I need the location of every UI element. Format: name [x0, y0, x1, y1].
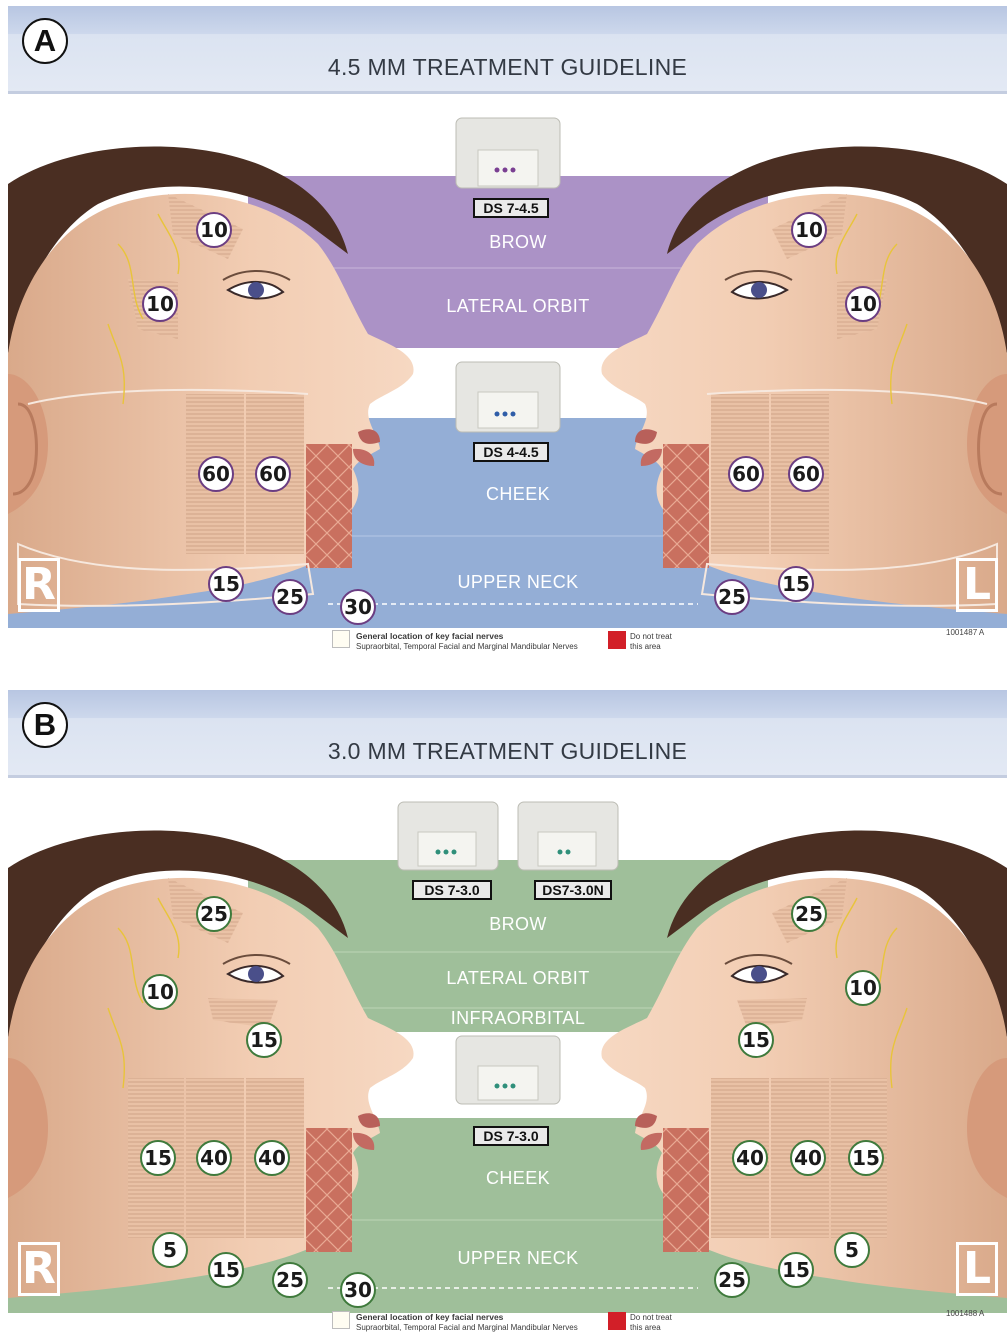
dose-cheek-left-b-2: 40 — [790, 1140, 826, 1176]
transducer-label-ds7-45: DS 7-4.5 — [473, 198, 549, 218]
do-not-treat-legend: Do not treat this area — [630, 632, 672, 652]
nerve-legend-subtitle: Supraorbital, Temporal Facial and Margin… — [356, 642, 578, 651]
dose-brow-right-b: 25 — [196, 896, 232, 932]
zone-label-lateral-orbit: LATERAL ORBIT — [308, 296, 728, 317]
nerve-legend-title-b: General location of key facial nerves — [356, 1312, 503, 1322]
dose-neck-right-b-4: 30 — [340, 1272, 376, 1308]
dose-cheek-left-2: 60 — [788, 456, 824, 492]
panel-a-letter: A — [22, 18, 68, 64]
dose-neck-right-3: 30 — [340, 589, 376, 625]
dose-brow-left: 10 — [791, 212, 827, 248]
do-not-treat-swatch — [608, 631, 626, 649]
panel-b-letter: B — [22, 702, 68, 748]
zone-label-upper-neck: UPPER NECK — [308, 572, 728, 593]
dose-cheek-right-b-2: 40 — [196, 1140, 232, 1176]
panel-b-illustration: DS 7-3.0 DS7-3.0N DS 7-3.0 BROW LATERAL … — [8, 788, 1007, 1339]
panel-b-ref-code: 1001488 A — [946, 1309, 984, 1318]
side-marker-left-b: L — [956, 1242, 998, 1296]
transducer-ds7-30-cheek-icon — [456, 1036, 560, 1104]
transducer-label-ds4-45: DS 4-4.5 — [473, 442, 549, 462]
side-marker-right-b: R — [18, 1242, 60, 1296]
panel-a-title: 4.5 MM TREATMENT GUIDELINE — [8, 54, 1007, 81]
dose-cheek-left-1: 60 — [728, 456, 764, 492]
dose-cheek-right-b-3: 40 — [254, 1140, 290, 1176]
do-not-treat-line-2-b: this area — [630, 1323, 661, 1332]
zone-label-infraorbital-b: INFRAORBITAL — [308, 1008, 728, 1029]
dose-cheek-right-b-1: 15 — [140, 1140, 176, 1176]
dose-cheek-right-2: 60 — [255, 456, 291, 492]
dose-neck-left-b-3: 25 — [714, 1262, 750, 1298]
dose-cheek-left-b-3: 15 — [848, 1140, 884, 1176]
dose-neck-left-b-1: 5 — [834, 1232, 870, 1268]
dose-neck-right-b-1: 5 — [152, 1232, 188, 1268]
dose-lateral-orbit-left: 10 — [845, 286, 881, 322]
zone-label-brow-b: BROW — [308, 914, 728, 935]
nerve-legend-icon-b — [332, 1311, 350, 1329]
dose-neck-left-2: 15 — [778, 566, 814, 602]
side-marker-left: L — [956, 558, 998, 612]
do-not-treat-swatch-b — [608, 1312, 626, 1330]
dose-infraorbital-left-b: 15 — [738, 1022, 774, 1058]
panel-b: 3.0 MM TREATMENT GUIDELINE B — [0, 684, 1007, 1339]
dose-lateral-orbit-left-b: 10 — [845, 970, 881, 1006]
transducer-ds4-45-icon — [456, 362, 560, 432]
do-not-treat-line-1: Do not treat — [630, 632, 672, 641]
dose-brow-left-b: 25 — [791, 896, 827, 932]
panel-a-ref-code: 1001487 A — [946, 628, 984, 637]
dose-neck-left-b-2: 15 — [778, 1252, 814, 1288]
nerve-legend-title: General location of key facial nerves — [356, 631, 503, 641]
transducer-label-ds7-30-cheek: DS 7-3.0 — [473, 1126, 549, 1146]
transducer-ds7-45-icon — [456, 118, 560, 188]
dose-neck-right-1: 15 — [208, 566, 244, 602]
dose-cheek-left-b-1: 40 — [732, 1140, 768, 1176]
dose-neck-left-1: 25 — [714, 579, 750, 615]
zone-label-upper-neck-b: UPPER NECK — [308, 1248, 728, 1269]
nerve-legend-b: General location of key facial nerves Su… — [356, 1312, 578, 1333]
dose-lateral-orbit-right-b: 10 — [142, 974, 178, 1010]
transducer-label-ds7-30n: DS7-3.0N — [534, 880, 612, 900]
panel-b-title: 3.0 MM TREATMENT GUIDELINE — [8, 738, 1007, 765]
nerve-legend-subtitle-b: Supraorbital, Temporal Facial and Margin… — [356, 1323, 578, 1332]
dose-brow-right: 10 — [196, 212, 232, 248]
do-not-treat-legend-b: Do not treat this area — [630, 1313, 672, 1333]
zone-label-cheek: CHEEK — [308, 484, 728, 505]
panel-a: 4.5 MM TREATMENT GUIDELINE A — [0, 0, 1007, 662]
panel-b-header: 3.0 MM TREATMENT GUIDELINE — [8, 690, 1007, 778]
nerve-legend: General location of key facial nerves Su… — [356, 631, 578, 652]
dose-cheek-right-1: 60 — [198, 456, 234, 492]
zone-label-brow: BROW — [308, 232, 728, 253]
do-not-treat-line-2: this area — [630, 642, 661, 651]
dose-neck-right-b-3: 25 — [272, 1262, 308, 1298]
do-not-treat-line-1-b: Do not treat — [630, 1313, 672, 1322]
dose-neck-right-2: 25 — [272, 579, 308, 615]
transducer-ds7-30-icon — [398, 802, 498, 870]
panel-a-header: 4.5 MM TREATMENT GUIDELINE — [8, 6, 1007, 94]
transducer-label-ds7-30: DS 7-3.0 — [412, 880, 492, 900]
zone-label-cheek-b: CHEEK — [308, 1168, 728, 1189]
dose-infraorbital-right-b: 15 — [246, 1022, 282, 1058]
dose-lateral-orbit-right: 10 — [142, 286, 178, 322]
dose-neck-right-b-2: 15 — [208, 1252, 244, 1288]
side-marker-right: R — [18, 558, 60, 612]
zone-label-lateral-orbit-b: LATERAL ORBIT — [308, 968, 728, 989]
transducer-ds7-30n-icon — [518, 802, 618, 870]
panel-a-illustration: DS 7-4.5 DS 4-4.5 BROW LATERAL ORBIT CHE… — [8, 104, 1007, 656]
nerve-legend-icon — [332, 630, 350, 648]
